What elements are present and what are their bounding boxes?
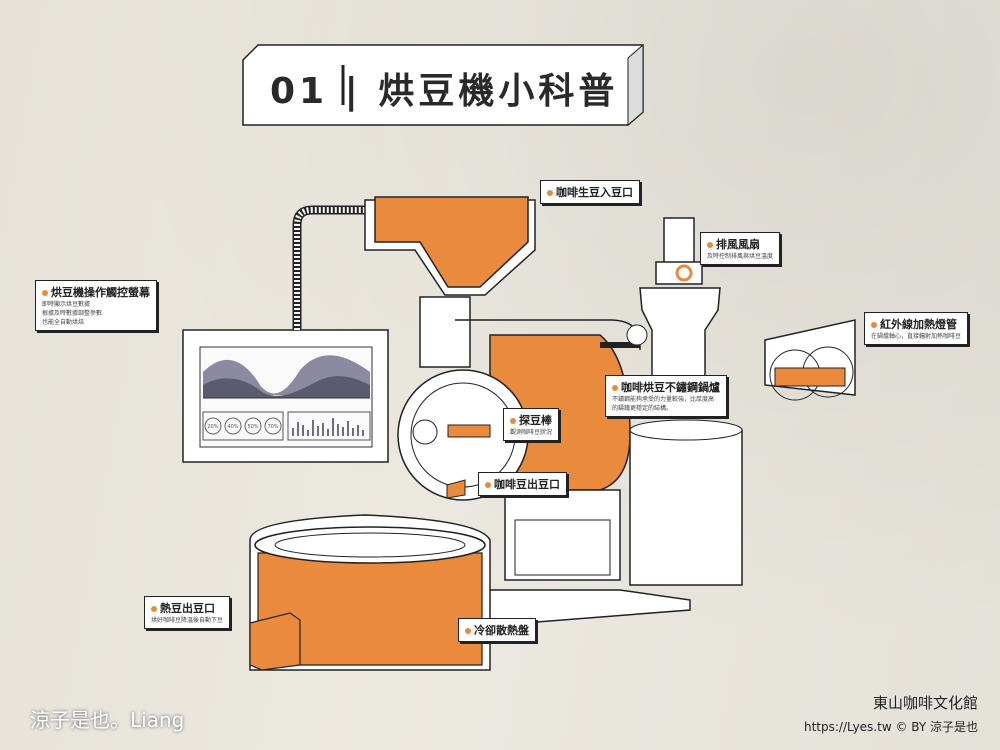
label-infrared: 紅外線加熱燈管 在鍋爐軸心，直接輻射加熱咖啡豆	[864, 312, 969, 345]
hopper	[374, 196, 529, 288]
label-hot-outlet: 熱豆出豆口 烘好咖啡豆降溫後自動下豆	[144, 596, 231, 629]
watermark-venue: 東山咖啡文化館	[872, 694, 978, 712]
label-outlet: 咖啡豆出豆口	[478, 472, 567, 496]
gauge-label: 40%	[227, 424, 238, 430]
label-hopper: 咖啡生豆入豆口	[540, 180, 640, 204]
gauge-label: 70%	[267, 424, 278, 430]
label-exhaust: 排風風扇 及時控制排風與烘豆溫度	[700, 232, 781, 265]
label-trier: 探豆棒 觀測咖啡豆狀況	[503, 408, 560, 441]
label-cooling: 冷卻散熱盤	[458, 618, 536, 642]
watermark-url: https://Lyes.tw © BY 涼子是也	[803, 720, 978, 734]
label-drum: 咖啡烘豆不鏽鋼鍋爐 不鏽鋼能夠承受的力量較強，比厚度高 的鑄鐵更穩定的結構。	[605, 375, 727, 417]
watermark-left: 涼子是也。Liang	[30, 708, 185, 732]
page-title: 01 | 烘豆機小科普	[270, 71, 619, 112]
infrared-rod	[774, 367, 846, 387]
screen-gauges: 20% 40% 50% 70%	[204, 417, 282, 435]
gauge-label: 50%	[247, 424, 258, 430]
label-screen: 烘豆機操作觸控螢幕 即時顯示烘豆數據 根據及時數據調整參數 也能全自動烘焙	[35, 280, 157, 331]
gauge-label: 20%	[207, 424, 218, 430]
